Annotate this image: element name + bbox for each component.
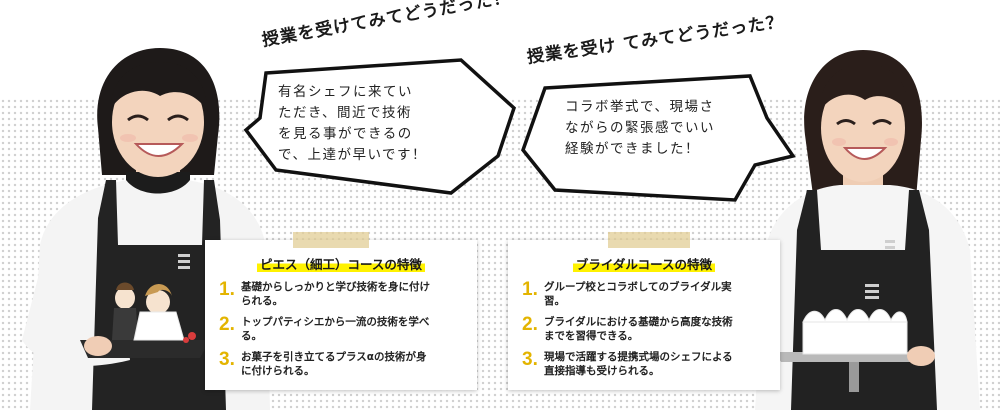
right-feature-item-3: 3. 現場で活躍する提携式場のシェフによる 直接指導も受けられる。 (522, 349, 733, 378)
left-feature-item-1: 1. 基礎からしっかりと学び技術を身に付け られる。 (219, 279, 430, 308)
left-feature-card: ピエス（細工）コースの特徴 1. 基礎からしっかりと学び技術を身に付け られる。… (205, 232, 477, 390)
left-feature-item-2: 2. トップパティシエから一流の技術を学べ る。 (219, 314, 430, 343)
left-feature-item-3: 3. お菓子を引き立てるプラスαの技術が身 に付けられる。 (219, 349, 427, 378)
right-card-title: ブライダルコースの特徴 (508, 254, 780, 273)
left-speech-bubble (243, 58, 517, 195)
left-bubble-text: 有名シェフに来てい ただき、間近で技術 を見る事ができるの で、上達が早いです！ (278, 84, 428, 163)
right-bubble-text: コラボ挙式で、現場さ ながらの緊張感でいい 経験ができました！ (565, 99, 715, 157)
tape-decoration (608, 232, 690, 248)
right-feature-card: ブライダルコースの特徴 1. グループ校とコラボしてのブライダル実 習。 2. … (508, 232, 780, 390)
right-speech-bubble (521, 74, 796, 202)
right-feature-item-2: 2. ブライダルにおける基礎から高度な技術 までを習得できる。 (522, 314, 733, 343)
left-card-title: ピエス（細工）コースの特徴 (205, 254, 477, 273)
right-feature-item-1: 1. グループ校とコラボしてのブライダル実 習。 (522, 279, 732, 308)
tape-decoration (293, 232, 369, 248)
student-photo-right (745, 40, 1000, 410)
